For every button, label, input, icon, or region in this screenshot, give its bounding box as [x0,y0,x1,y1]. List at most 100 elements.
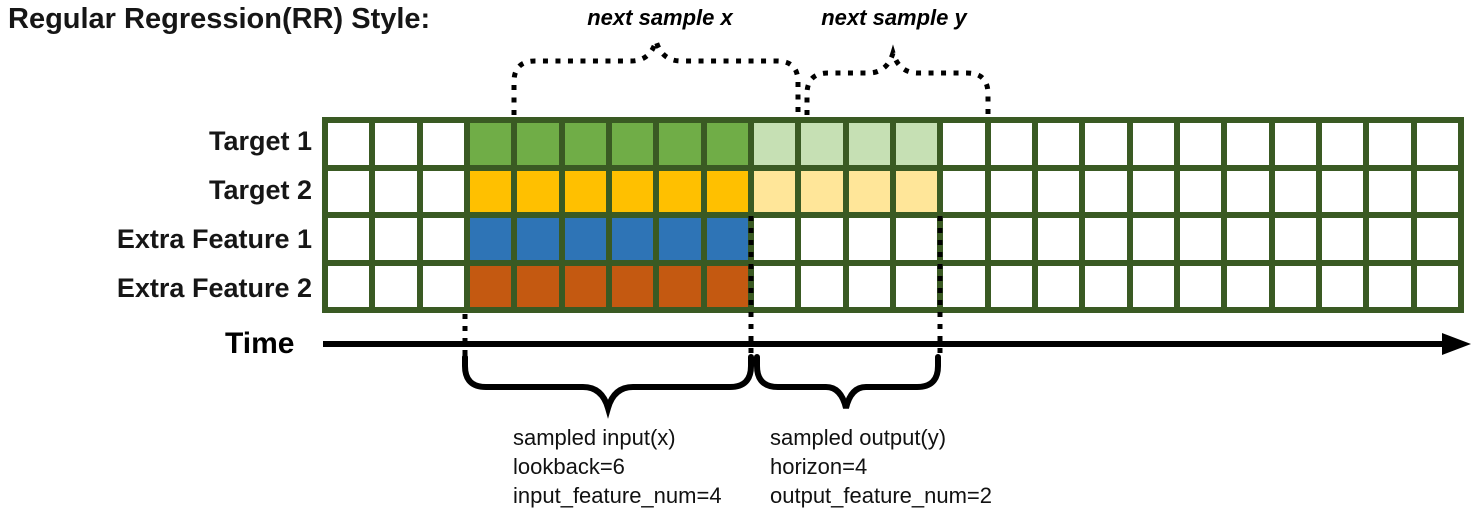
grid-cell [469,170,512,212]
sampled-output-line: sampled output(y) [770,425,947,450]
grid-cell [611,218,654,260]
grid-cell [1179,218,1222,260]
grid-cell [375,218,417,260]
row-label: Target 1 [208,126,312,156]
grid-cell [848,170,890,212]
grid-cell [848,218,890,260]
grid-cell [753,218,796,260]
grid-cell [1085,123,1127,165]
grid-cell [328,218,370,260]
grid-cell [517,265,559,307]
next-sample-y-label: next sample y [821,5,967,30]
grid-cell [706,265,748,307]
grid-cell [564,123,606,165]
sampled-output-brace [754,354,941,409]
grid-cell [469,218,512,260]
grid-cell [611,265,654,307]
sampled-input-brace [462,354,754,419]
time-axis-arrowhead-icon [1442,333,1471,355]
grid-cell [659,265,701,307]
grid-cell [564,170,606,212]
grid-cell [1179,265,1222,307]
grid-cell [895,265,938,307]
grid-cell [1037,170,1080,212]
grid-cell [517,123,559,165]
grid-cell [1037,265,1080,307]
grid-cell [1227,170,1269,212]
grid-cell [990,265,1032,307]
grid-cell [1416,170,1458,212]
grid-cell [328,123,370,165]
time-axis-label: Time [225,327,295,360]
grid-cell [1416,265,1458,307]
grid-cell [659,218,701,260]
grid-cell [801,123,843,165]
grid-cell [1132,218,1174,260]
grid-cell [895,170,938,212]
row-label: Extra Feature 2 [116,273,312,303]
grid-cell [1369,123,1411,165]
grid-cell [659,170,701,212]
grid-cell [659,123,701,165]
grid-cell [801,265,843,307]
grid-cell [895,218,938,260]
grid-cell [1274,265,1316,307]
grid-cell [1321,265,1364,307]
sample-grid [322,117,1464,313]
grid-cell [1321,170,1364,212]
grid-cell [990,218,1032,260]
grid-cell [943,123,985,165]
input-feature-num-line: input_feature_num=4 [513,483,722,508]
grid-cell [1037,218,1080,260]
grid-cell [469,123,512,165]
grid-cell [1085,170,1127,212]
grid-cell [1227,123,1269,165]
grid-cell [706,170,748,212]
grid-cell [801,170,843,212]
grid-cell [517,218,559,260]
grid-cell [1085,265,1127,307]
grid-cell [1321,123,1364,165]
grid-cell [1416,218,1458,260]
grid-cell [1369,170,1411,212]
next-sample-x-brace [511,32,801,115]
grid-cell [1132,123,1174,165]
grid-cell [753,170,796,212]
grid-cell [895,123,938,165]
grid-cell [469,265,512,307]
grid-cell [1274,123,1316,165]
grid-cell [1085,218,1127,260]
grid-cell [1274,170,1316,212]
row-label: Extra Feature 1 [116,224,312,254]
grid-cell [375,265,417,307]
grid-cell [1132,170,1174,212]
grid-cell [611,123,654,165]
grid-cell [753,265,796,307]
grid-cell [753,123,796,165]
grid-cell [328,170,370,212]
sampled-input-line: sampled input(x) [513,425,676,450]
grid-cell [848,265,890,307]
grid-cell [611,170,654,212]
sampled-input-annotation: sampled input(x) lookback=6 input_featur… [513,423,722,510]
grid-cell [1369,218,1411,260]
grid-cell [1321,218,1364,260]
grid-cell [706,218,748,260]
grid-cell [848,123,890,165]
grid-cell [517,170,559,212]
grid-cell [801,218,843,260]
grid-cell [422,265,464,307]
grid-cell [1132,265,1174,307]
horizon-line: horizon=4 [770,454,868,479]
grid-cell [1179,123,1222,165]
grid-cell [990,123,1032,165]
lookback-line: lookback=6 [513,454,625,479]
grid-cell [564,265,606,307]
grid-cell [422,218,464,260]
grid-cell [328,265,370,307]
page-title: Regular Regression(RR) Style: [8,3,431,35]
grid-cell [1227,265,1269,307]
sampled-output-annotation: sampled output(y) horizon=4 output_featu… [770,423,992,510]
next-sample-y-brace [804,44,991,115]
